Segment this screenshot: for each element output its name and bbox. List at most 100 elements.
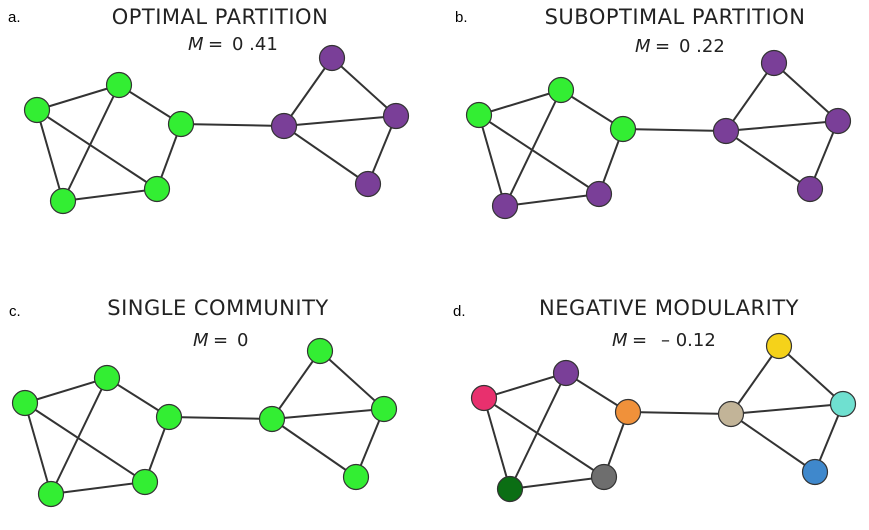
panel-letter: c.: [9, 303, 21, 320]
modularity-value: – 0.12: [661, 330, 716, 351]
network-edge: [168, 416, 273, 420]
network-edge: [622, 128, 727, 132]
network-node: [824, 107, 852, 135]
modularity-equals: =: [208, 34, 223, 55]
network-edge: [478, 114, 506, 207]
network-edge: [271, 350, 321, 420]
network-edge: [730, 413, 816, 473]
modularity-symbol: M: [635, 36, 651, 57]
network-node: [712, 117, 740, 145]
network-edge: [331, 57, 397, 117]
network-node: [155, 403, 183, 431]
network-node: [496, 475, 524, 503]
network-node: [11, 389, 39, 417]
network-node: [37, 480, 65, 508]
network-edge: [483, 372, 567, 399]
network-nodes: [465, 49, 852, 220]
network-edge: [24, 377, 108, 404]
network-node: [370, 395, 398, 423]
network-edge: [283, 125, 369, 185]
panel-title: NEGATIVE MODULARITY: [539, 296, 799, 320]
network-node: [167, 110, 195, 138]
network-edge: [180, 123, 285, 127]
network-edge: [24, 402, 146, 483]
network-node: [342, 463, 370, 491]
network-edge: [509, 476, 605, 490]
modularity-equals: =: [213, 330, 228, 351]
network-edge: [36, 109, 64, 202]
network-edge: [504, 193, 600, 207]
modularity-symbol: M: [188, 34, 204, 55]
network-edges: [483, 345, 844, 490]
network-edge: [50, 481, 146, 495]
network-node: [258, 405, 286, 433]
network-node: [23, 96, 51, 124]
network-node: [801, 458, 829, 486]
network-node: [585, 180, 613, 208]
network-node: [143, 175, 171, 203]
network-edge: [24, 402, 52, 495]
network-edge: [283, 115, 397, 127]
panel-title: OPTIMAL PARTITION: [112, 5, 329, 29]
network-node: [306, 337, 334, 365]
panel-letter: a.: [8, 9, 21, 26]
network-node: [93, 364, 121, 392]
network-nodes: [11, 337, 398, 508]
network-edge: [725, 120, 839, 132]
panel-single-community: c. SINGLE COMMUNITY M = 0: [9, 296, 398, 508]
network-node: [131, 468, 159, 496]
network-edge: [36, 109, 158, 190]
network-edge: [478, 89, 562, 116]
network-node: [354, 170, 382, 198]
network-node: [717, 400, 745, 428]
network-edge: [725, 130, 811, 190]
network-node: [465, 101, 493, 129]
modularity-equals: =: [655, 36, 670, 57]
modularity-value: 0 .41: [232, 34, 278, 55]
network-nodes: [470, 332, 857, 503]
network-node: [609, 115, 637, 143]
modularity-value: 0: [237, 330, 248, 351]
network-edges: [24, 350, 385, 495]
network-edges: [36, 57, 397, 202]
network-node: [470, 384, 498, 412]
network-node: [491, 192, 519, 220]
panel-suboptimal-partition: b. SUBOPTIMAL PARTITION M = 0 .22: [455, 5, 852, 220]
network-edge: [36, 84, 120, 111]
network-node: [552, 359, 580, 387]
network-node: [270, 112, 298, 140]
network-nodes: [23, 44, 410, 215]
network-edge: [627, 411, 732, 415]
modularity-equals: =: [632, 330, 647, 351]
network-node: [590, 463, 618, 491]
network-edge: [283, 57, 333, 127]
modularity-label: M = 0 .22: [635, 36, 725, 57]
network-node: [829, 390, 857, 418]
network-edge: [725, 62, 775, 132]
network-node: [796, 175, 824, 203]
modularity-label: M = – 0.12: [612, 330, 716, 351]
network-edge: [773, 62, 839, 122]
panel-title: SUBOPTIMAL PARTITION: [545, 5, 806, 29]
network-edge: [478, 114, 600, 195]
network-node: [105, 71, 133, 99]
network-edges: [478, 62, 839, 207]
panel-title: SINGLE COMMUNITY: [107, 296, 329, 320]
modularity-label: M = 0 .41: [188, 34, 278, 55]
panel-letter: b.: [455, 9, 468, 26]
network-edge: [319, 350, 385, 410]
network-edge: [730, 345, 780, 415]
panel-optimal-partition: a. OPTIMAL PARTITION M = 0 .41: [8, 5, 410, 215]
network-node: [547, 76, 575, 104]
network-node: [760, 49, 788, 77]
network-edge: [50, 377, 108, 495]
network-node: [765, 332, 793, 360]
network-edge: [271, 418, 357, 478]
panel-letter: d.: [453, 303, 466, 320]
network-edge: [483, 397, 511, 490]
modularity-symbol: M: [612, 330, 628, 351]
modularity-value: 0 .22: [679, 36, 725, 57]
network-node: [382, 102, 410, 130]
network-edge: [483, 397, 605, 478]
